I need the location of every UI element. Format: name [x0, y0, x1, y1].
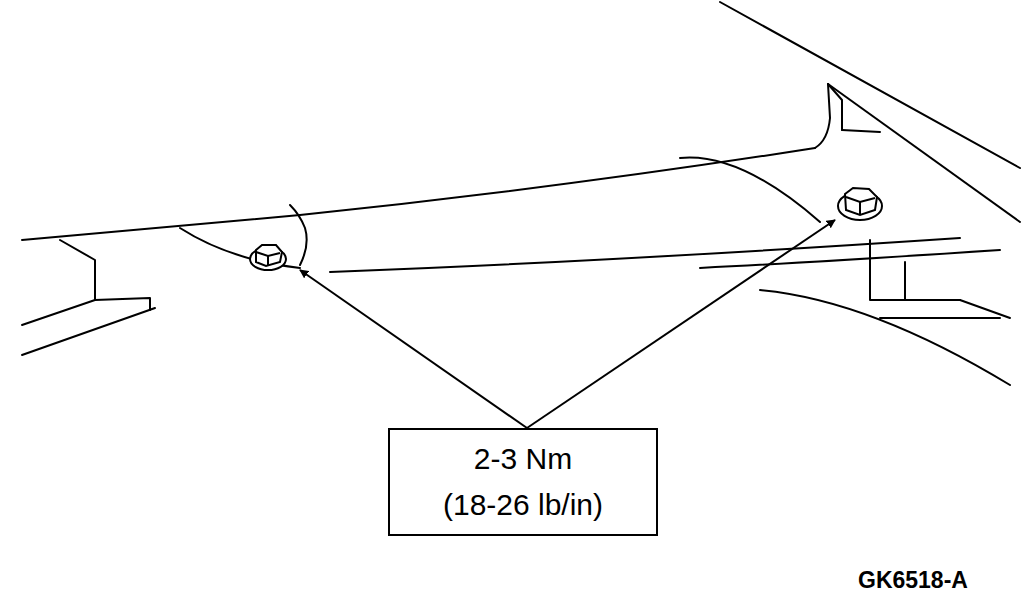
torque-value: 2-3 Nm — [474, 436, 572, 482]
bolt — [250, 245, 286, 270]
leader-arrow — [300, 220, 835, 428]
bolt — [838, 188, 882, 220]
torque-value: (18-26 lb/in) — [443, 482, 603, 528]
torque-spec-box: 2-3 Nm(18-26 lb/in) — [388, 428, 658, 536]
figure-code: GK6518-A — [858, 567, 968, 594]
